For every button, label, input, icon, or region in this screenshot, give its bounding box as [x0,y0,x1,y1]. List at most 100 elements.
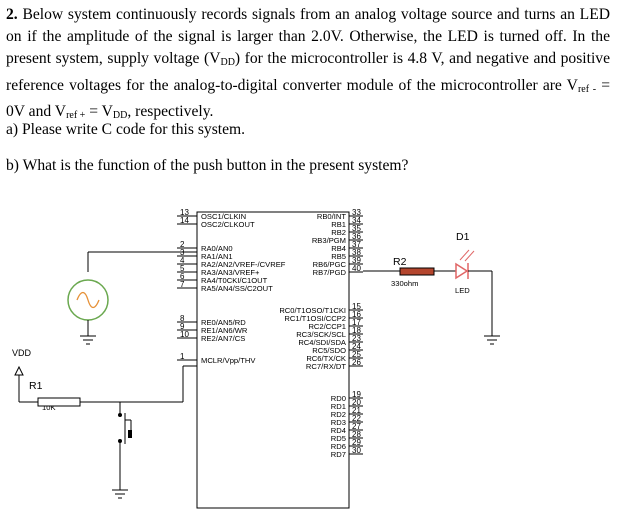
question-text-4: = V [85,102,113,120]
pin-label: RC2/CCP1 [308,322,346,331]
pin-label: RC1/T1OSI/CCP2 [284,314,346,323]
pin-label: RB0/INT [317,212,346,221]
question-text: 2. Below system continuously records sig… [6,4,610,127]
pin-number: 13 [180,208,189,217]
pin-label: RC6/TX/CK [306,354,346,363]
pin-label: RA4/T0CKI/C1OUT [201,276,268,285]
pin-label: RC4/SDI/SDA [298,338,347,347]
pin-number: 38 [352,248,361,257]
pin-label: RB3/PGM [312,236,346,245]
button-contact-top [118,413,122,417]
pin-label: MCLR/Vpp/THV [201,356,256,365]
d1-value: LED [455,286,470,295]
pin-label: RB7/PGD [313,268,347,277]
pin-number: 30 [352,446,361,455]
pin-number: 15 [352,302,361,311]
pin-label: RA5/AN4/SS/C2OUT [201,284,273,293]
pin-label: RE1/AN6/WR [201,326,248,335]
pin-label: RB4 [331,244,346,253]
r1-resistor [37,397,81,407]
question-text-5: , respectively. [127,102,214,120]
question-text-3: = 0V and V [6,76,610,120]
question-text-2: ) for the microcontroller is 4.8 V, and … [6,50,611,94]
pin-label: RD4 [331,426,346,435]
microcontroller-chip [196,211,350,509]
question-number: 2. [6,6,18,23]
pin-number: 19 [352,390,361,399]
pin-number: 7 [180,280,185,289]
pin-number: 21 [352,406,361,415]
vdd-label: VDD [12,348,32,358]
r2-resistor [399,267,435,276]
pin-label: RD0 [331,394,346,403]
pin-number: 22 [352,414,361,423]
pin-number: 9 [180,322,185,331]
pin-number: 34 [352,216,361,225]
pin-number: 16 [352,310,361,319]
pin-number: 2 [180,240,185,249]
pin-label: RE0/AN5/RD [201,318,246,327]
r2-value: 330ohm [391,279,418,288]
pin-number: 40 [352,264,361,273]
pin-number: 14 [180,216,189,225]
pin-number: 25 [352,350,361,359]
pin-number: 23 [352,334,361,343]
part-b-text: b) What is the function of the push butt… [6,157,409,174]
pin-number: 26 [352,358,361,367]
pin-label: RC7/RX/DT [306,362,346,371]
pin-number: 24 [352,342,361,351]
pin-label: OSC1/CLKIN [201,212,246,221]
vref-plus-subscript: ref + [66,109,86,121]
pin-label: RD7 [331,450,346,459]
pin-label: RC3/SCK/SCL [296,330,346,339]
pin-number: 17 [352,318,361,327]
pin-number: 18 [352,326,361,335]
pin-label: RE2/AN7/CS [201,334,245,343]
pin-number: 35 [352,224,361,233]
pin-label: RD1 [331,402,346,411]
button-cap [128,430,132,438]
pin-number: 37 [352,240,361,249]
pin-label: RA2/AN2/VREF-/CVREF [201,260,286,269]
pin-number: 4 [180,256,185,265]
r1-label: R1 [29,380,43,392]
pin-label: RD2 [331,410,346,419]
pin-number: 33 [352,208,361,217]
pin-number: 10 [180,330,189,339]
vref-minus-subscript: ref - [577,83,597,95]
r1-value: 10K [42,403,56,412]
pin-number: 29 [352,438,361,447]
d1-label: D1 [456,231,470,243]
pin-number: 27 [352,422,361,431]
pin-group: 13OSC1/CLKIN14OSC2/CLKOUT2RA0/AN03RA1/AN… [177,208,363,459]
pin-label: OSC2/CLKOUT [201,220,255,229]
vdd-subscript: DD [220,57,235,69]
pin-label: RB2 [331,228,346,237]
pin-label: RC5/SDO [312,346,346,355]
pin-number: 5 [180,264,185,273]
vdd-subscript-2: DD [112,109,128,121]
pin-number: 39 [352,256,361,265]
pin-label: RD3 [331,418,346,427]
pin-number: 8 [180,314,185,323]
pin-number: 28 [352,430,361,439]
pin-label: RA1/AN1 [201,252,233,261]
question-text-1: Below system continuously records signal… [6,6,610,68]
pin-number: 6 [180,272,185,281]
pin-number: 20 [352,398,361,407]
pin-label: RA0/AN0 [201,244,233,253]
pin-label: RA3/AN3/VREF+ [201,268,260,277]
sine-wave-icon [76,291,100,309]
r2-label: R2 [393,256,407,268]
pin-number: 36 [352,232,361,241]
pin-label: RB6/PGC [313,260,347,269]
pin-label: RD5 [331,434,346,443]
pin-label: RD6 [331,442,346,451]
part-a-text: a) Please write C code for this system. [6,121,246,138]
led-triangle [455,262,469,280]
pin-label: RC0/T1OSO/T1CKI [279,306,346,315]
led-ray-2 [464,250,475,262]
vdd-arrow [14,365,24,376]
led-ray-1 [459,249,470,261]
